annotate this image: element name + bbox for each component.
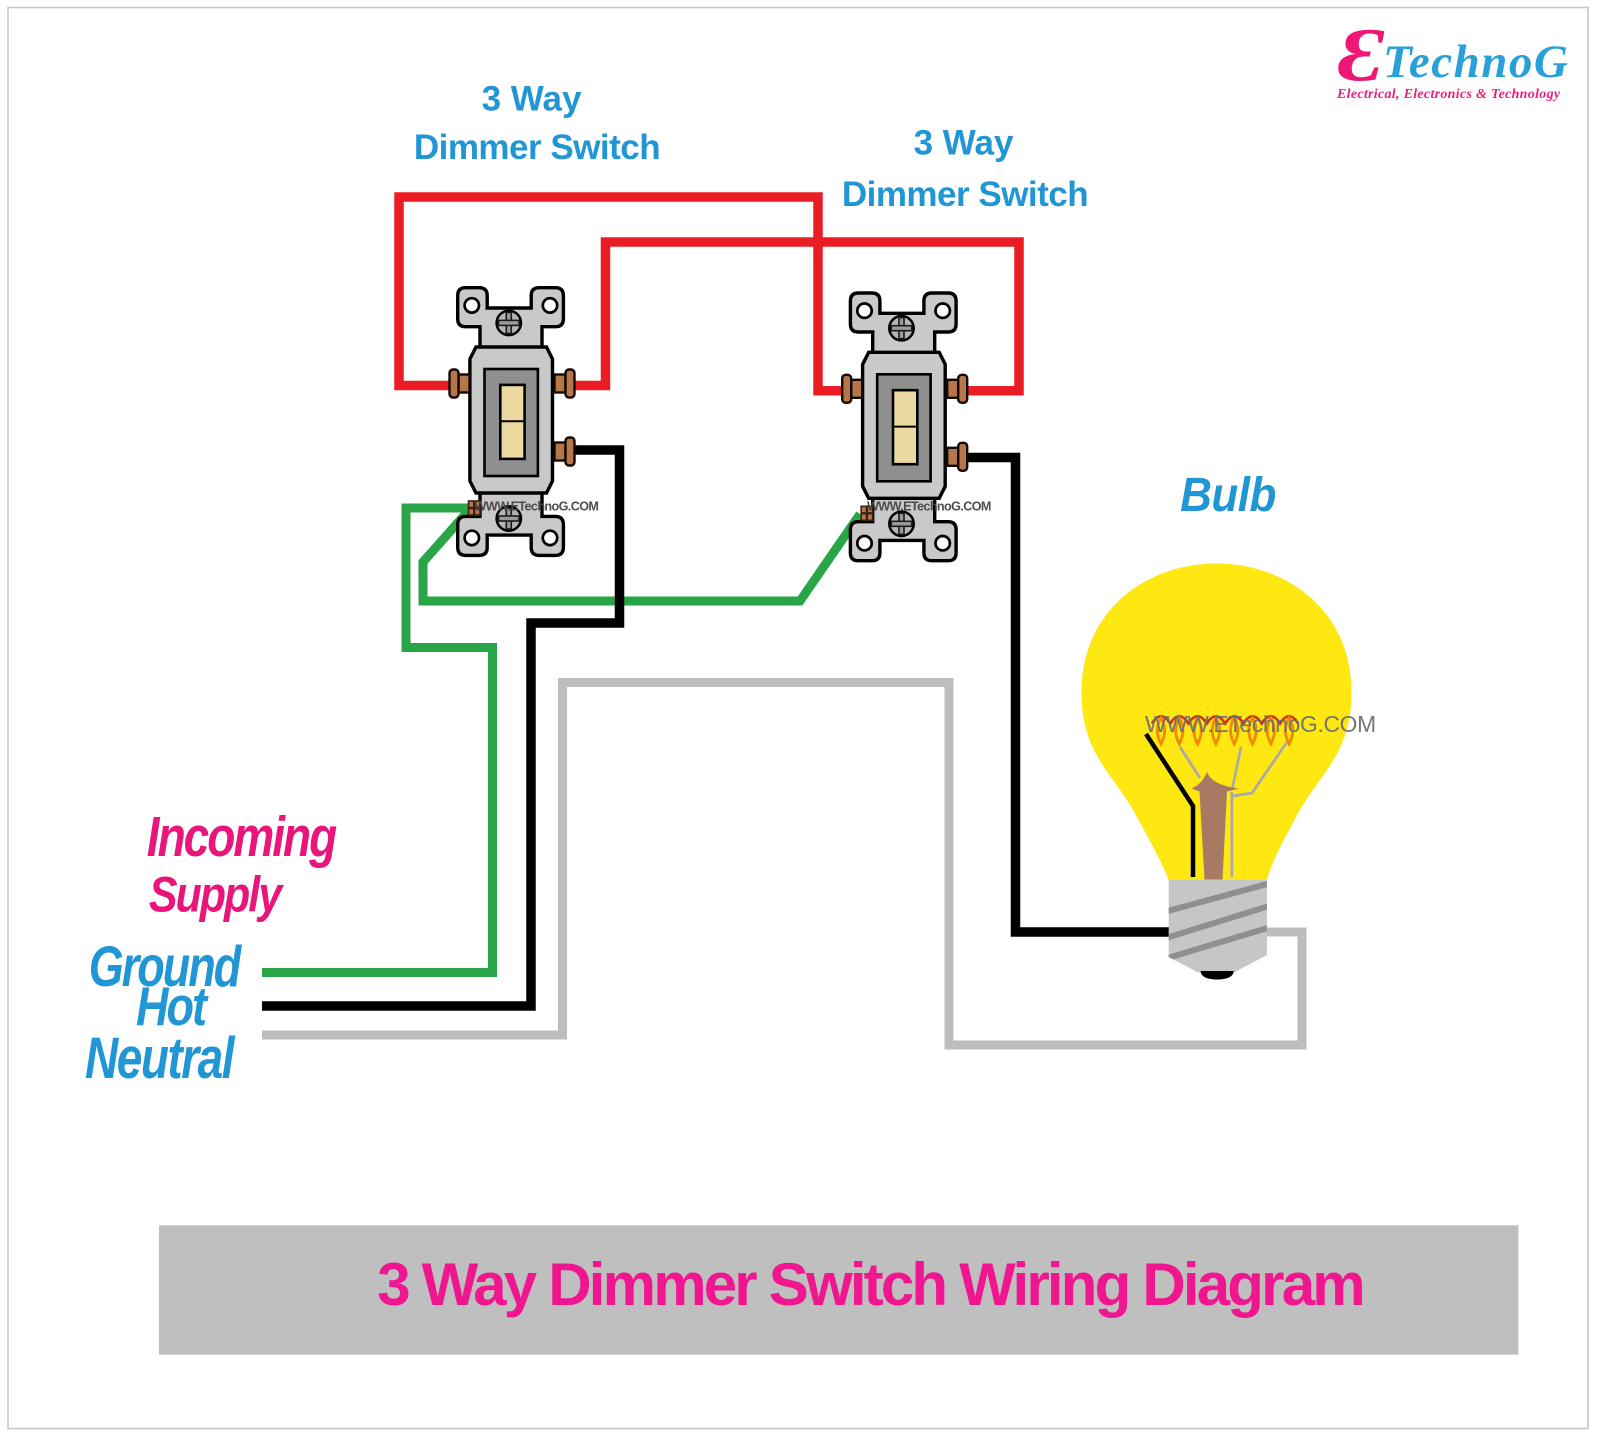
svg-text:Neutral: Neutral [85,1026,236,1092]
svg-text:Ground: Ground [89,934,243,999]
svg-text:Incoming: Incoming [147,806,337,868]
svg-text:Dimmer Switch: Dimmer Switch [842,175,1088,214]
svg-text:WWW.ETechnoG.COM: WWW.ETechnoG.COM [867,500,991,514]
svg-text:Ɛ: Ɛ [1338,14,1385,98]
svg-text:WWW.ETechnoG.COM: WWW.ETechnoG.COM [1145,711,1376,737]
svg-text:Bulb: Bulb [1180,467,1276,521]
svg-text:3 Way: 3 Way [914,124,1014,163]
svg-text:Dimmer Switch: Dimmer Switch [414,128,660,167]
svg-text:TechnoG: TechnoG [1383,36,1569,88]
svg-text:Electrical, Electronics & Tech: Electrical, Electronics & Technology [1336,87,1561,102]
svg-text:Hot: Hot [136,976,209,1037]
svg-text:3 Way: 3 Way [482,80,582,119]
svg-text:3 Way Dimmer Switch Wiring Dia: 3 Way Dimmer Switch Wiring Diagram [377,1251,1363,1318]
svg-text:WWW.ETechnoG.COM: WWW.ETechnoG.COM [475,500,599,514]
svg-text:Supply: Supply [149,866,284,922]
